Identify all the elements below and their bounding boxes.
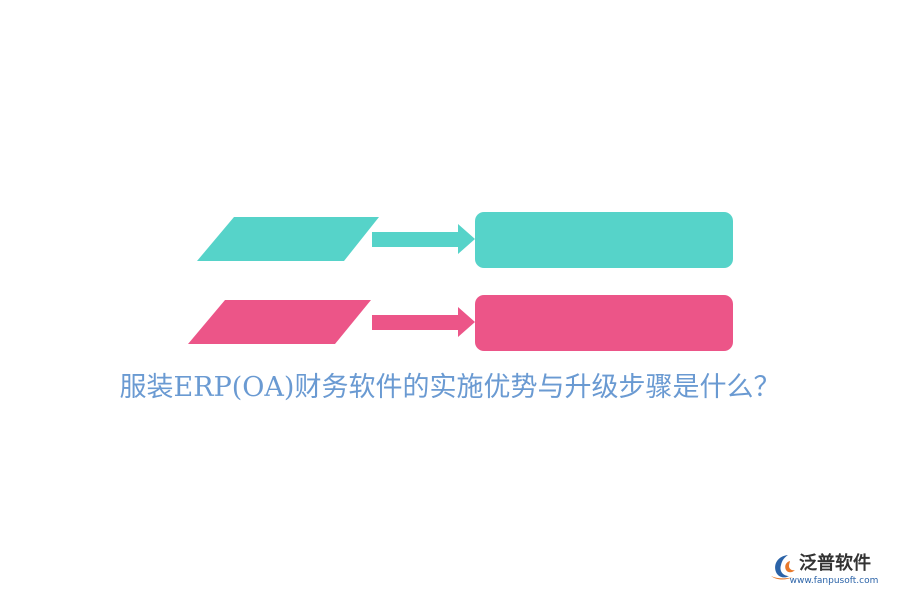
logo-url: www.fanpusoft.com xyxy=(789,576,879,586)
fanpu-logo-icon xyxy=(771,555,795,580)
logo-name: 泛普软件 xyxy=(799,553,871,574)
row-2-parallelogram xyxy=(188,300,371,344)
row-2-arrow xyxy=(372,307,475,337)
row-1-arrow xyxy=(372,224,475,254)
row-2-box xyxy=(475,295,733,351)
row-1-box xyxy=(475,212,733,268)
diagram-title: 服装ERP(OA)财务软件的实施优势与升级步骤是什么？ xyxy=(119,372,781,403)
row-1-parallelogram xyxy=(197,217,379,261)
brand-logo[interactable]: 泛普软件 www.fanpusoft.com xyxy=(768,552,892,590)
